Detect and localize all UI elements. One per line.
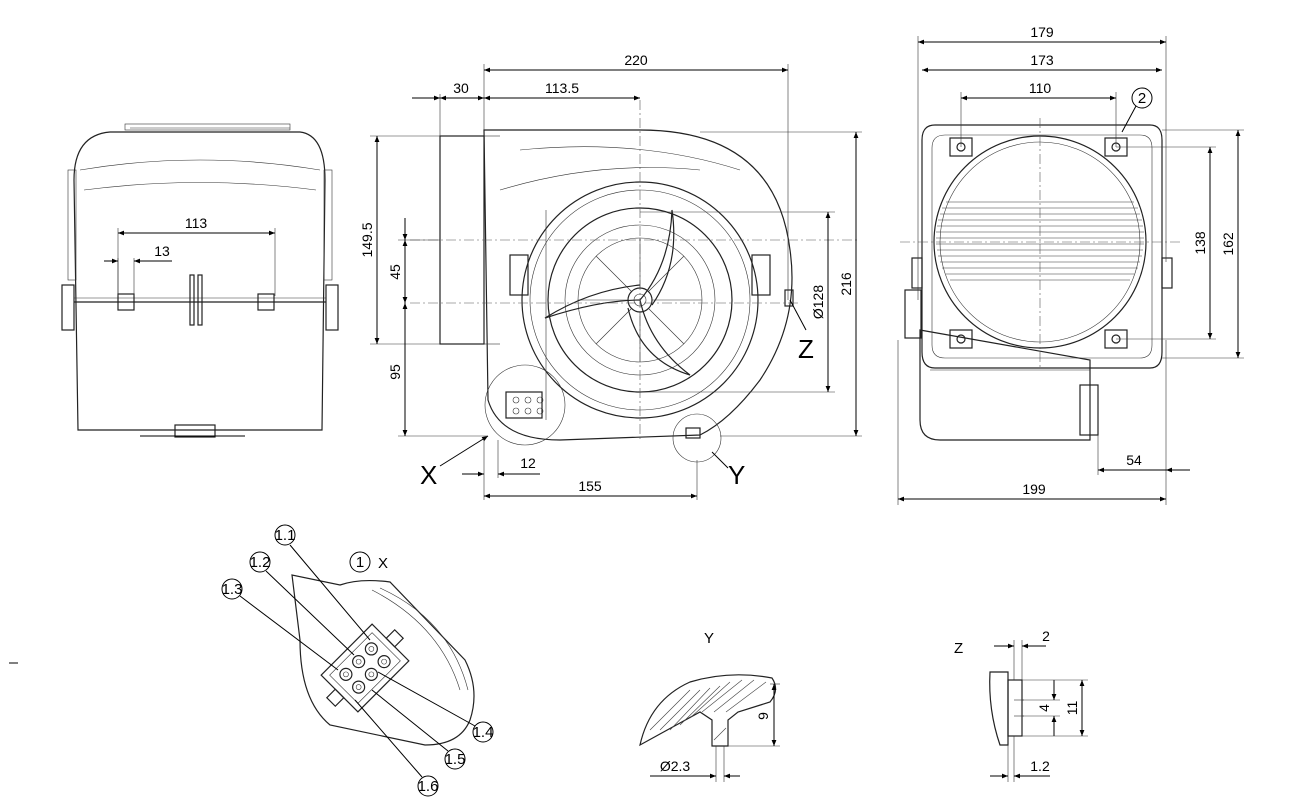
dim-z-4: 4 — [1036, 704, 1052, 712]
dim-220: 220 — [624, 52, 648, 68]
side-view-left: 113 13 — [61, 123, 339, 438]
dim-54: 54 — [1126, 452, 1142, 468]
dim-179: 179 — [1030, 24, 1054, 40]
dim-12: 12 — [520, 455, 536, 471]
detail-x-title: X — [378, 555, 388, 572]
callout-1: 1 — [356, 554, 364, 571]
dim-z-11: 11 — [1064, 701, 1080, 716]
callout-1-2: 1.2 — [250, 554, 271, 571]
dim-45: 45 — [387, 264, 403, 280]
detail-y: Y 9 Ø2.3 — [639, 630, 780, 782]
dim-dia-2-3: Ø2.3 — [660, 758, 691, 774]
dim-95: 95 — [387, 364, 403, 380]
dim-9: 9 — [755, 712, 771, 720]
dim-149-5: 149.5 — [359, 222, 375, 257]
detail-x-circle — [484, 364, 566, 446]
detail-x: 1.1 1.2 1.3 1 X 1.4 1.5 1.6 — [221, 524, 494, 797]
view-letter-x: X — [420, 460, 437, 490]
dim-155: 155 — [578, 478, 602, 494]
detail-z: Z 2 4 11 1.2 — [954, 628, 1088, 782]
dim-13: 13 — [154, 243, 170, 259]
dim-30: 30 — [453, 80, 469, 96]
front-view: 220 30 113.5 149.5 45 95 Ø128 216 — [359, 52, 862, 500]
dim-z-1-2: 1.2 — [1030, 758, 1050, 774]
dim-113-5: 113.5 — [545, 80, 579, 96]
dim-z-2: 2 — [1042, 628, 1050, 644]
side-housing-outline — [73, 131, 326, 431]
dim-216: 216 — [838, 272, 854, 296]
detail-z-title: Z — [954, 640, 963, 657]
scroll-housing — [483, 129, 793, 441]
callout-1-5: 1.5 — [445, 751, 466, 768]
dim-173: 173 — [1030, 52, 1054, 68]
dim-199: 199 — [1022, 481, 1046, 497]
dim-162: 162 — [1220, 232, 1236, 256]
hatching — [649, 679, 767, 741]
dim-dia-128: Ø128 — [810, 285, 826, 319]
callout-1-1: 1.1 — [275, 527, 296, 544]
view-letter-y: Y — [728, 460, 745, 490]
dim-110: 110 — [1029, 80, 1052, 96]
dim-113: 113 — [185, 215, 208, 231]
dim-138: 138 — [1192, 231, 1208, 255]
callout-2: 2 — [1138, 90, 1146, 107]
detail-y-title: Y — [704, 630, 714, 647]
callout-1-3: 1.3 — [222, 581, 243, 598]
right-view: 179 173 110 2 138 162 54 199 — [897, 24, 1244, 505]
view-letter-z: Z — [798, 334, 814, 364]
callout-1-4: 1.4 — [473, 724, 494, 741]
frame-plate — [921, 124, 1163, 369]
callout-1-6: 1.6 — [418, 778, 439, 795]
